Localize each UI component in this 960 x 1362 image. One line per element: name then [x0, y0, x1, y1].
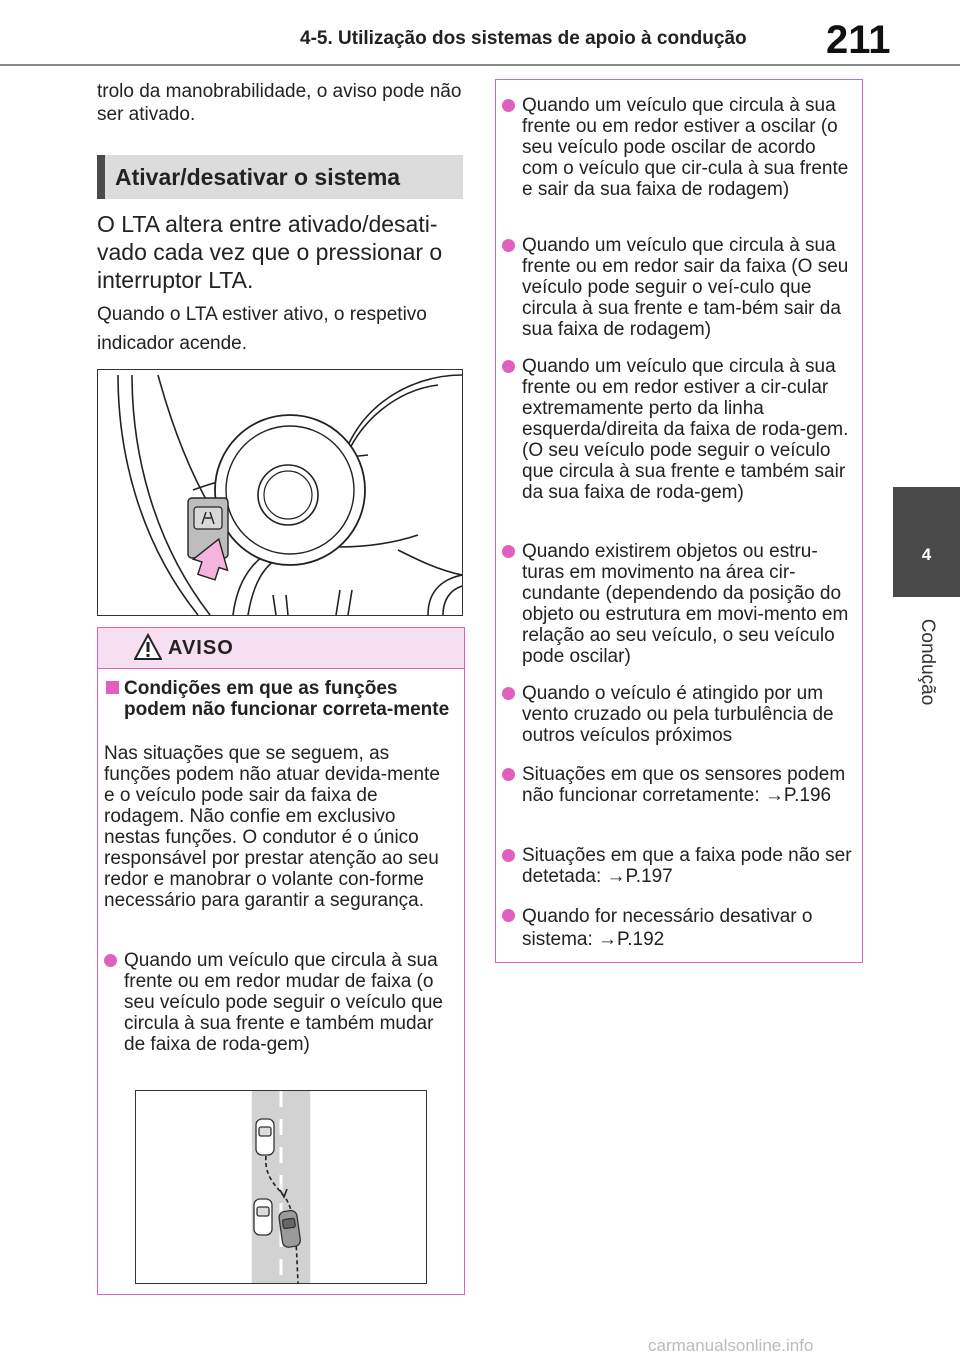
- warning-continuation-box: [495, 79, 863, 963]
- warning-bullet-text: Quando um veículo que circula à sua fren…: [522, 95, 849, 200]
- warning-bullet-item: Quando um veículo que circula à sua fren…: [502, 356, 852, 503]
- chapter-tab-label-wrap: Condução: [905, 602, 949, 722]
- warning-bullet-item: Quando um veículo que circula à sua fren…: [502, 95, 852, 200]
- page-number: 211: [826, 18, 891, 62]
- bullet-dot-icon: [502, 909, 515, 922]
- intro-paragraph: trolo da manobrabilidade, o aviso pode n…: [97, 81, 462, 125]
- warning-bullet-item: Situações em que os sensores podem não f…: [502, 764, 852, 806]
- bullet-dot-icon: [502, 545, 515, 558]
- bullet-dot-icon: [502, 99, 515, 112]
- warning-bullet-text: Quando for necessário desativar o sistem…: [522, 906, 813, 950]
- warning-bullet-text: Quando um veículo que circula à sua fren…: [124, 950, 443, 1055]
- warning-bullet-text: Situações em que os sensores podem não f…: [522, 764, 846, 806]
- warning-bullet-text: Quando um veículo que circula à sua fren…: [522, 235, 849, 340]
- warning-bullet-text: Quando um veículo que circula à sua fren…: [522, 356, 849, 503]
- bullet-dot-icon: [104, 954, 117, 967]
- warning-triangle-icon: [134, 633, 162, 660]
- warning-box: [97, 627, 465, 1295]
- warning-bullet-item: Quando existirem objetos ou estru-turas …: [502, 541, 852, 667]
- lead-paragraph: O LTA altera entre ativado/desati-vado c…: [97, 211, 443, 293]
- lane-change-illustration: [135, 1090, 427, 1284]
- square-bullet-icon: [106, 681, 119, 694]
- warning-condition-title-text: Condições em que as funções podem não fu…: [124, 678, 450, 720]
- warning-condition-body: Nas situações que se seguem, as funções …: [104, 743, 440, 911]
- bullet-dot-icon: [502, 360, 515, 373]
- warning-bullet-text: Quando o veículo é atingido por um vento…: [522, 683, 834, 746]
- bullet-dot-icon: [502, 849, 515, 862]
- section-heading: Ativar/desativar o sistema: [97, 155, 463, 199]
- steering-switch-drawing: [117, 374, 463, 616]
- bullet-dot-icon: [502, 687, 515, 700]
- chapter-tab-number: 4: [921, 545, 932, 564]
- warning-heading: AVISO: [168, 637, 234, 659]
- header-section-title: 4-5. Utilização dos sistemas de apoio à …: [300, 28, 747, 49]
- warning-bullet-item: Quando o veículo é atingido por um vento…: [502, 683, 852, 746]
- footer-watermark: carmanualsonline.info: [648, 1336, 814, 1355]
- section-heading-text: Ativar/desativar o sistema: [115, 164, 401, 190]
- warning-bullet-item: Quando for necessário desativar o sistem…: [502, 905, 852, 951]
- warning-bullet-item: Situações em que a faixa pode não ser de…: [502, 845, 852, 887]
- header-divider: [0, 64, 960, 66]
- warning-bullet-item: Quando um veículo que circula à sua fren…: [104, 950, 449, 1055]
- lane-change-drawing: [250, 1091, 312, 1284]
- bullet-dot-icon: [502, 768, 515, 781]
- warning-bullet-item: Quando um veículo que circula à sua fren…: [502, 235, 852, 340]
- chapter-tab: [893, 487, 960, 597]
- warning-condition-title: Condições em que as funções podem não fu…: [106, 678, 451, 720]
- steering-switch-illustration: [97, 369, 463, 616]
- warning-header: AVISO: [98, 628, 464, 669]
- section-heading-bar: [97, 155, 105, 199]
- chapter-tab-label: Condução: [917, 618, 938, 706]
- warning-bullet-text: Situações em que a faixa pode não ser de…: [522, 845, 852, 887]
- bullet-dot-icon: [502, 239, 515, 252]
- note-paragraph: Quando o LTA estiver ativo, o respetivo …: [97, 304, 427, 354]
- warning-bullet-text: Quando existirem objetos ou estru-turas …: [522, 541, 849, 667]
